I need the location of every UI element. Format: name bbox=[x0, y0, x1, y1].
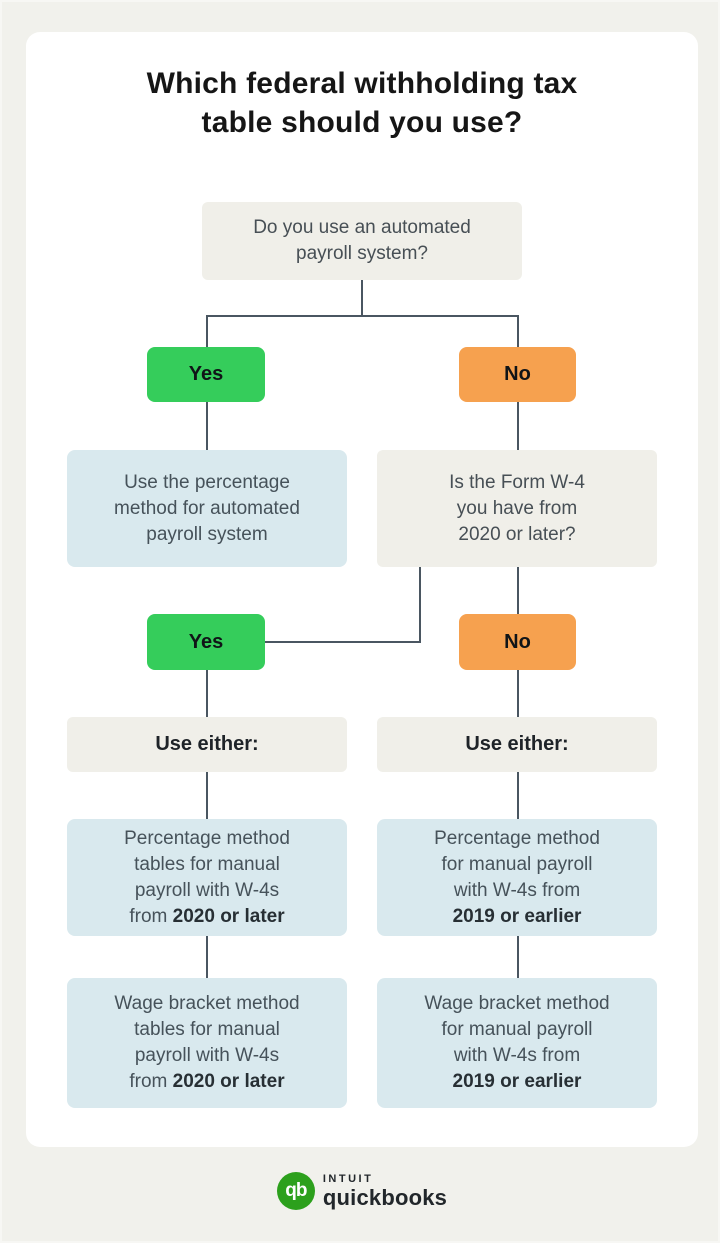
use-either-left: Use either: bbox=[67, 717, 347, 772]
result-text: Percentage method tables for manual payr… bbox=[124, 826, 290, 930]
use-either-right: Use either: bbox=[377, 717, 657, 772]
connector-line bbox=[206, 315, 208, 347]
result-text: Wage bracket method tables for manual pa… bbox=[114, 991, 299, 1095]
connector-line bbox=[517, 567, 519, 614]
result-text-bold: 2019 or earlier bbox=[452, 905, 582, 927]
connector-line bbox=[517, 670, 519, 717]
result-text: Use the percentage method for automated … bbox=[114, 471, 300, 545]
connector-line bbox=[419, 567, 421, 643]
yes-label: Yes bbox=[188, 363, 224, 385]
result-text-regular: Wage bracket method for manual payroll w… bbox=[424, 993, 610, 1066]
result-text-bold: 2019 or earlier bbox=[452, 1071, 582, 1092]
result-text: Percentage method for manual payroll wit… bbox=[434, 826, 600, 930]
quickbooks-logo-icon: qb bbox=[276, 1172, 315, 1210]
result-wage-bracket-2019: Wage bracket method for manual payroll w… bbox=[377, 978, 657, 1108]
connector-line bbox=[517, 772, 519, 819]
connector-line bbox=[265, 641, 421, 643]
result-text-regular: Percentage method for manual payroll wit… bbox=[434, 827, 600, 901]
yes-label: Yes bbox=[188, 630, 224, 653]
connector-line bbox=[206, 772, 208, 819]
yes-branch-2: Yes bbox=[147, 614, 265, 670]
result-text: Wage bracket method for manual payroll w… bbox=[424, 991, 609, 1095]
brand-footer: qb intuit quickbooks bbox=[2, 1172, 720, 1210]
page-title: Which federal withholding tax table shou… bbox=[146, 67, 578, 139]
connector-line bbox=[206, 402, 208, 450]
result-text-regular: Percentage method tables for manual payr… bbox=[124, 827, 290, 927]
connector-line bbox=[517, 315, 519, 347]
result-percentage-method-2020: Percentage method tables for manual payr… bbox=[67, 819, 347, 936]
use-either-label: Use either: bbox=[465, 733, 569, 755]
connector-line bbox=[206, 670, 208, 717]
connector-line bbox=[361, 280, 363, 316]
no-label: No bbox=[504, 363, 531, 385]
result-text-bold: 2020 or later bbox=[172, 905, 285, 927]
no-label: No bbox=[504, 630, 531, 653]
question-text: Is the Form W-4 you have from 2020 or la… bbox=[449, 471, 585, 545]
connector-line bbox=[206, 936, 208, 978]
no-branch-2: No bbox=[459, 614, 576, 670]
yes-branch-1: Yes bbox=[147, 347, 265, 402]
brand-wordmark: intuit quickbooks bbox=[323, 1173, 447, 1209]
question-text: Do you use an automated payroll system? bbox=[253, 217, 471, 264]
no-branch-1: No bbox=[459, 347, 576, 402]
result-automated-percentage-method: Use the percentage method for automated … bbox=[67, 450, 347, 567]
connector-line bbox=[206, 315, 519, 317]
logo-monogram: qb bbox=[285, 1180, 307, 1201]
intuit-wordmark: intuit bbox=[322, 1173, 374, 1185]
connector-line bbox=[517, 402, 519, 450]
result-text-bold: 2020 or later bbox=[172, 1071, 285, 1092]
question-automated-payroll: Do you use an automated payroll system? bbox=[202, 202, 522, 280]
result-text-regular: Wage bracket method tables for manual pa… bbox=[114, 993, 300, 1092]
connector-line bbox=[517, 936, 519, 978]
use-either-label: Use either: bbox=[155, 733, 259, 755]
result-wage-bracket-2020: Wage bracket method tables for manual pa… bbox=[67, 978, 347, 1108]
quickbooks-wordmark: quickbooks bbox=[322, 1185, 448, 1210]
question-w4-year: Is the Form W-4 you have from 2020 or la… bbox=[377, 450, 657, 567]
result-percentage-method-2019: Percentage method for manual payroll wit… bbox=[377, 819, 657, 936]
